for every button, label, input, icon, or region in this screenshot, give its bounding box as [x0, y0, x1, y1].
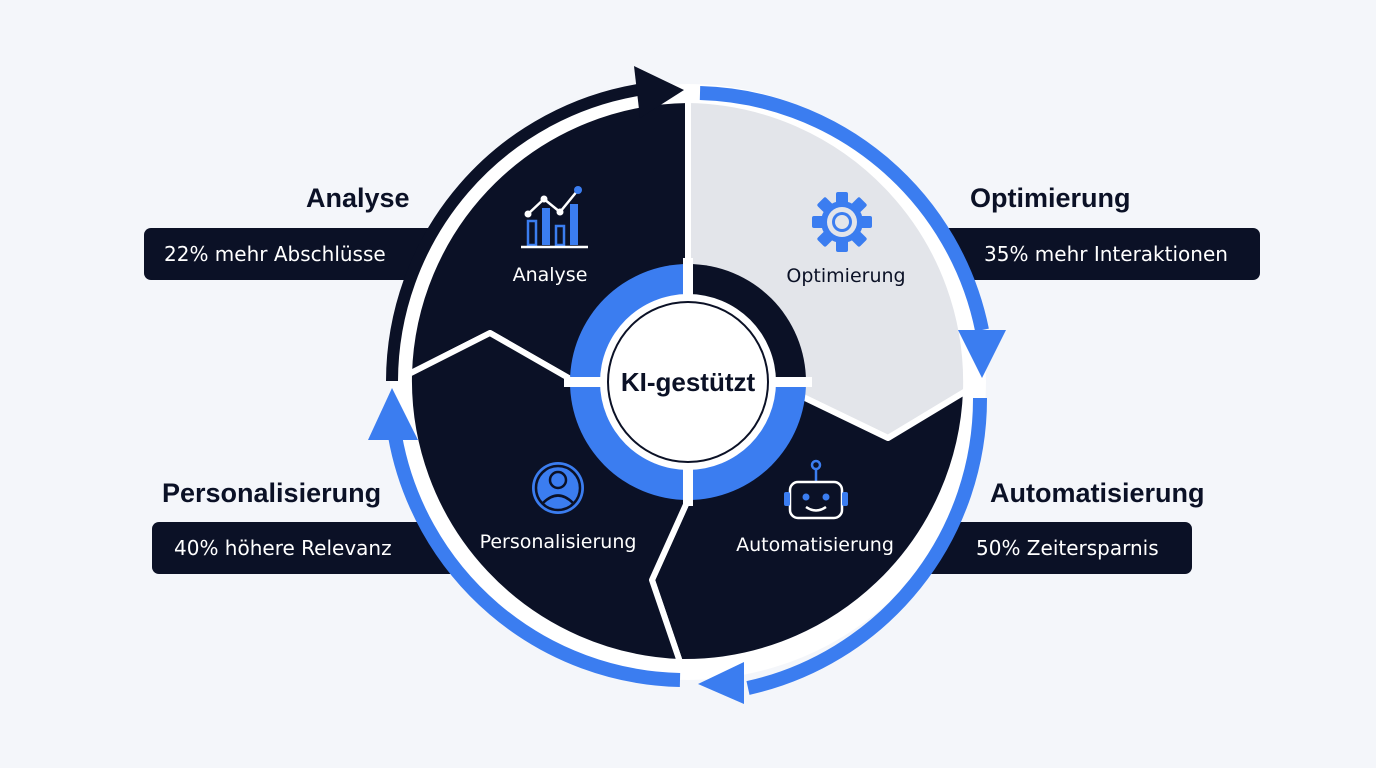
- arc-personalisierung: [388, 434, 681, 687]
- arrowhead-personalisierung: [368, 388, 418, 440]
- gear-icon: [812, 192, 872, 252]
- stat-text-personalisierung: 40% höhere Relevanz: [174, 536, 392, 560]
- stat-box-personalisierung: 40% höhere Relevanz: [152, 522, 472, 574]
- arc-analyse: [386, 83, 645, 382]
- arrowhead-automatisierung: [698, 662, 744, 704]
- stat-text-analyse: 22% mehr Abschlüsse: [164, 242, 386, 266]
- arc-automatisierung: [746, 397, 988, 695]
- heading-automatisierung: Automatisierung: [990, 478, 1205, 508]
- center-label: KI-gestützt: [621, 367, 756, 397]
- robot-icon: [784, 459, 848, 520]
- heading-analyse: Analyse: [306, 183, 410, 213]
- stat-text-automatisierung: 50% Zeitersparnis: [976, 536, 1159, 560]
- user-avatar-icon: [532, 462, 584, 514]
- segment-label-automatisierung: Automatisierung: [736, 534, 894, 556]
- stat-box-automatisierung: 50% Zeitersparnis: [920, 522, 1192, 574]
- segment-label-optimierung: Optimierung: [786, 265, 905, 287]
- stat-text-optimierung: 35% mehr Interaktionen: [984, 242, 1228, 266]
- heading-personalisierung: Personalisierung: [162, 478, 382, 508]
- arc-optimierung: [699, 86, 989, 332]
- bar-chart-trend-icon: [521, 186, 588, 249]
- segment-label-analyse: Analyse: [513, 264, 588, 286]
- arrowhead-analyse: [634, 66, 684, 118]
- center-disc-outline: [607, 301, 769, 463]
- heading-optimierung: Optimierung: [970, 183, 1131, 213]
- arrowhead-optimierung: [958, 330, 1006, 378]
- stat-box-optimierung: 35% mehr Interaktionen: [930, 228, 1260, 280]
- segment-label-personalisierung: Personalisierung: [480, 531, 637, 553]
